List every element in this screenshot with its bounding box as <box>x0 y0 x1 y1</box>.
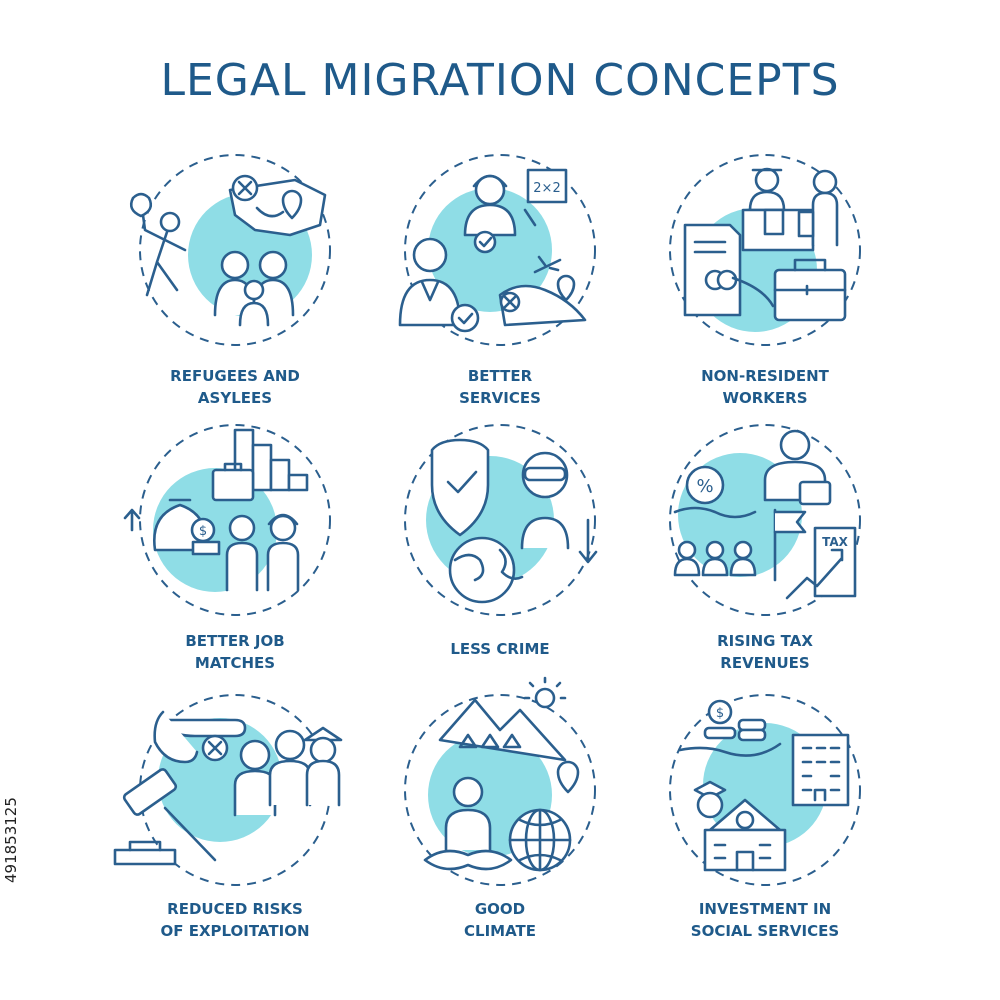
less-crime-icon <box>404 424 598 616</box>
percent-text: % <box>696 476 713 497</box>
math-board-text: 2×2 <box>533 181 560 196</box>
job-matches-icon: $ <box>123 424 331 616</box>
dollar-text-2: $ <box>716 706 724 721</box>
concept-label: BETTER SERVICES <box>459 367 541 407</box>
concept-label: NON-RESIDENT WORKERS <box>701 367 829 407</box>
workers-icon <box>669 154 861 346</box>
stock-id-watermark: 491853125 <box>2 797 20 883</box>
concept-label: REDUCED RISKS OF EXPLOITATION <box>160 900 310 940</box>
tax-revenues-icon: % TAX <box>669 424 861 616</box>
concept-label: LESS CRIME <box>450 640 550 658</box>
exploitation-icon <box>113 694 343 886</box>
concept-label: RISING TAX REVENUES <box>717 632 813 672</box>
tax-text: TAX <box>822 535 849 549</box>
concept-label: REFUGEES AND ASYLEES <box>170 367 300 407</box>
concept-label: GOOD CLIMATE <box>464 900 536 940</box>
page-title: LEGAL MIGRATION CONCEPTS <box>160 55 840 106</box>
social-investment-icon: $ <box>669 694 861 886</box>
refugees-icon <box>129 154 331 346</box>
dollar-text: $ <box>199 524 207 539</box>
concept-label: BETTER JOB MATCHES <box>185 632 285 672</box>
services-icon: 2×2 <box>398 154 596 346</box>
climate-icon <box>404 676 596 886</box>
concept-label: INVESTMENT IN SOCIAL SERVICES <box>690 900 840 940</box>
